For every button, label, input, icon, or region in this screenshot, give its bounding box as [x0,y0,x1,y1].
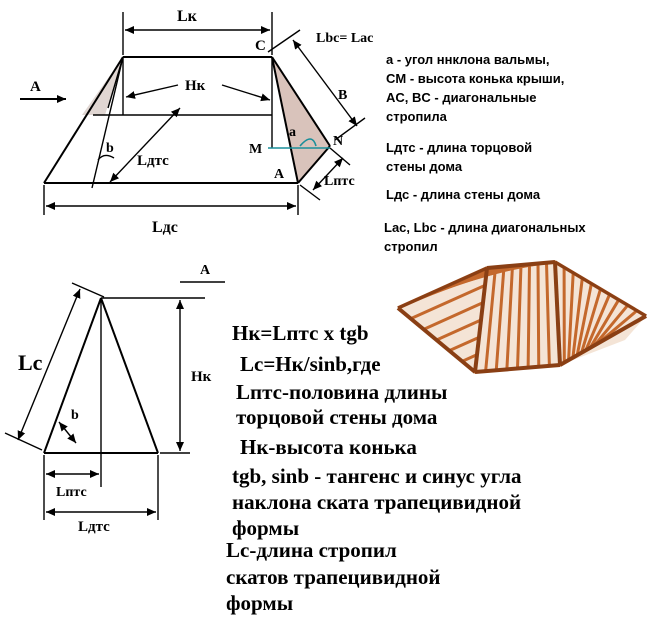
label-angle-a: a [289,125,296,140]
label-lptc-top: Lптс [324,174,355,189]
label-m: M [249,142,262,157]
label-hk-top: Hк [185,78,206,94]
label-hk-bottom: Hк [191,369,212,385]
rafter [505,264,514,371]
roof-frame-illustration [396,260,647,374]
diagonal-rafter-ac [271,56,299,184]
legend-line-2: CM - высота конька крыши, [386,71,564,86]
rafter [545,261,551,368]
rafter [575,282,593,357]
angle-a-arc [299,138,317,147]
label-lk: Lк [177,8,198,25]
rafter [494,265,506,372]
rafter [484,265,497,373]
legend-line-7: Lдс - длина стены дома [386,187,541,202]
label-b-point: B [338,88,347,103]
gable-right-slope [100,297,159,454]
legend-line-6: стены дома [386,159,463,174]
angle-b-arc-top [97,154,115,161]
formula-desc-1: Lптс-половина длины [236,380,447,404]
lc-dimension [17,288,81,441]
rafter [516,263,523,370]
label-a-section: A [200,263,211,278]
rafter [580,287,602,355]
formula-desc-2: торцовой стены дома [236,405,438,429]
legend-line-5: Lдтс - длина торцовой [386,140,532,155]
formula-desc-7: Lc-длина стропил [226,538,397,562]
angle-b-arm [107,56,124,109]
label-ldtc-bottom: Lдтс [78,519,110,535]
formula-desc-6: формы [232,516,299,540]
formula-desc-8: скатов трапецивидной [226,565,441,589]
legend-line-3: AC, BC - диагональные [386,90,537,105]
rafter [435,318,483,342]
lbc-dimension [292,39,358,127]
rafter [536,262,541,369]
rafter [422,301,485,331]
rafter [592,303,630,347]
top-roof-plan: Lк C Lbc= Lac A Hк B a N b Lдтс M A Lптс… [20,8,373,236]
label-lc: Lc [18,350,43,375]
hk-pointer-left [125,84,179,99]
lptc-dimension-top [312,157,344,191]
label-n: N [333,134,343,149]
label-angle-b-top: b [106,141,114,156]
label-angle-b-bottom: b [71,408,79,423]
rafter [460,353,479,363]
formula-lc: Lc=Hк/sinb,где [240,352,381,376]
legend-line-4: стропила [386,109,448,124]
angle-b-pointer [58,421,77,444]
legend-line-1: a - угол ннклона вальмы, [386,52,549,67]
label-a-arrow: A [30,79,41,95]
ldtc-dimension-top [109,107,181,183]
rafter [409,283,487,321]
formula-desc-5: наклона ската трапецивидной [232,490,521,514]
rafter [571,276,584,360]
rafter [526,262,531,370]
rafter [584,292,612,352]
legend-line-9: стропил [384,239,438,254]
formula-desc-4: tgb, sinb - тангенс и синус угла [232,464,522,488]
gable-left-slope [43,297,102,454]
bottom-gable-section: A Lc Hк b Lптс Lдтс [4,263,225,535]
formulas: Hк=Lптс x tgb Lc=Hк/sinb,где Lптс-полови… [226,321,522,615]
slope-rafter-left [91,56,124,189]
rafter [447,335,481,353]
rafter [567,271,575,362]
formula-hk: Hк=Lптс x tgb [232,321,369,345]
left-hip-rafter [43,56,124,184]
label-a-corner: A [274,167,285,182]
label-lbc-lac: Lbc= Lac [316,31,373,46]
hk-pointer-right [221,84,271,102]
formula-desc-9: формы [226,591,293,615]
label-lptc-bottom: Lптс [56,485,87,500]
label-ldc: Lдс [152,219,178,236]
legend-line-8: Lac, Lbc - длина диагональных [384,220,586,235]
legend: a - угол ннклона вальмы, CM - высота кон… [384,52,586,254]
formula-desc-3: Hк-высота конька [240,435,417,459]
label-c: C [255,38,266,54]
rafter [588,298,621,350]
label-ldtc-top: Lдтс [137,153,169,169]
right-hip-face [272,57,330,183]
